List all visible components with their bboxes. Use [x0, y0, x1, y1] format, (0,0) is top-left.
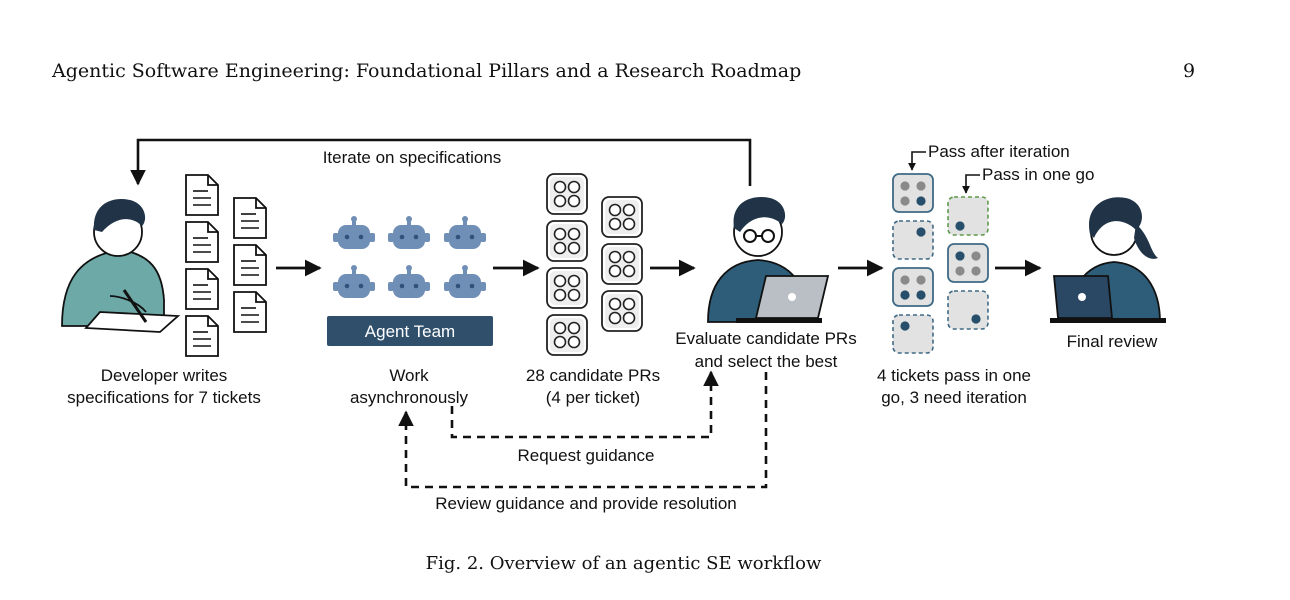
review-guidance-label: Review guidance and provide resolution — [435, 494, 736, 513]
iterate-label: Iterate on specifications — [323, 148, 502, 167]
request-guidance-label: Request guidance — [517, 446, 654, 465]
evaluate-label-1: Evaluate candidate PRs — [675, 329, 856, 348]
iterate-loop-arrow — [130, 138, 752, 186]
tickets-label-1: 4 tickets pass in one — [877, 366, 1031, 385]
agent-team-label: Agent Team — [365, 322, 455, 341]
pass-iteration-callout — [908, 151, 926, 171]
tickets-label-2: go, 3 need iteration — [881, 388, 1027, 407]
running-title: Agentic Software Engineering: Foundation… — [52, 60, 802, 82]
developer-person-icon — [61, 199, 181, 333]
work-label-2: asynchronously — [350, 388, 469, 407]
candidates-label-1: 28 candidate PRs — [526, 366, 660, 385]
figure-caption: Fig. 2. Overview of an agentic SE workfl… — [425, 553, 822, 574]
developer-label-1: Developer writes — [101, 366, 228, 385]
evaluate-label-2: and select the best — [695, 352, 838, 371]
laptop-icon — [1050, 275, 1166, 323]
review-guidance-arrow — [398, 372, 768, 489]
pass-one-go-callout — [962, 174, 980, 194]
request-guidance-arrow — [450, 370, 719, 439]
developer-label-2: specifications for 7 tickets — [67, 388, 261, 407]
pr-card-icon — [546, 173, 643, 356]
ticket-icon — [947, 196, 989, 330]
final-review-label: Final review — [1067, 332, 1158, 351]
agent-team-badge — [327, 316, 493, 346]
laptop-icon — [736, 275, 830, 323]
page-number: 9 — [1183, 60, 1196, 82]
work-label-1: Work — [389, 366, 429, 385]
candidates-label-2: (4 per ticket) — [546, 388, 640, 407]
pass-iteration-label: Pass after iteration — [928, 142, 1070, 161]
ticket-icon — [892, 173, 934, 354]
robot-icon — [333, 216, 486, 298]
pass-one-go-label: Pass in one go — [982, 165, 1094, 184]
document-icon — [185, 174, 267, 357]
